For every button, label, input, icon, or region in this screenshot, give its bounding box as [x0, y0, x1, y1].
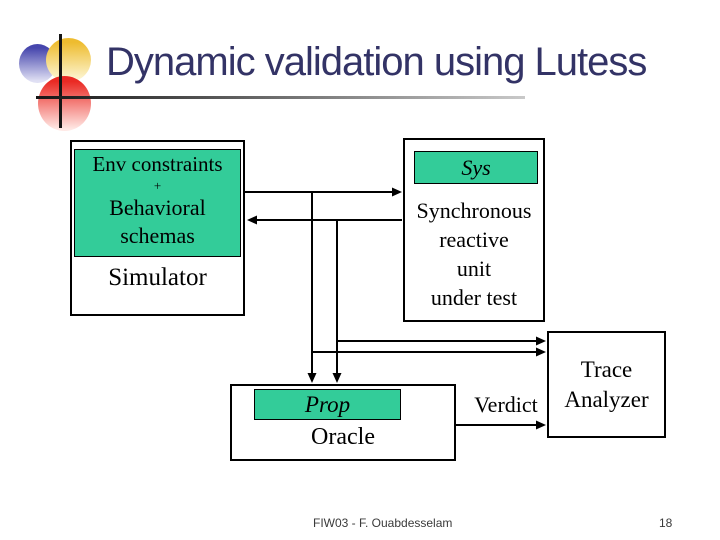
page-number: 18 [659, 516, 673, 530]
trace-analyzer-line: Analyzer [564, 386, 649, 412]
env-constraints-label: Env constraints [92, 152, 223, 176]
sys-description-line: reactive [439, 227, 509, 252]
prop-label: Prop [304, 392, 351, 417]
schemas-label: schemas [120, 223, 195, 248]
arrow-outputs-to-oracle [332, 220, 342, 383]
arrowhead-right-icon [536, 347, 546, 357]
sys-description-line: under test [430, 285, 518, 310]
trace-analyzer-line: Trace [580, 356, 633, 382]
sys-description-line: Synchronous [416, 198, 532, 223]
plus-sign: + [153, 178, 162, 193]
verdict-label: Verdict [474, 392, 538, 417]
trace-analyzer-box: Trace Analyzer [547, 331, 666, 438]
oracle-label: Oracle [311, 424, 375, 450]
arrow-inputs-to-trace-analyzer [312, 347, 546, 357]
simulator-box: Env constraints + Behavioral schemas Sim… [70, 140, 245, 316]
arrowhead-left-icon [247, 215, 257, 225]
sys-label: Sys [461, 155, 491, 180]
decoration-vertical-line [59, 34, 62, 128]
arrowhead-right-icon [536, 420, 546, 430]
env-constraints-box: Env constraints + Behavioral schemas [74, 149, 241, 257]
arrowhead-down-icon [307, 373, 317, 383]
simulator-label: Simulator [108, 264, 207, 291]
oracle-box: Prop Oracle [230, 384, 456, 461]
red-circle-icon [38, 76, 91, 131]
arrow-inputs-to-oracle [307, 192, 317, 383]
sys-header-box: Sys [414, 151, 538, 184]
arrow-outputs-to-trace-analyzer [337, 336, 546, 346]
arrow-simulator-to-sys [245, 187, 402, 197]
slide-title: Dynamic validation using Lutess [106, 40, 647, 84]
behavioral-label: Behavioral [109, 195, 206, 220]
title-underline-rule [36, 96, 525, 99]
arrow-sys-to-simulator [247, 215, 402, 225]
sys-box: Sys Synchronous reactive unit under test [403, 138, 545, 322]
yellow-circle-icon [46, 38, 91, 82]
arrowhead-right-icon [536, 336, 546, 346]
arrowhead-down-icon [332, 373, 342, 383]
arrowhead-right-icon [392, 187, 402, 197]
arrow-verdict-to-trace-analyzer [456, 420, 546, 430]
prop-header-box: Prop [254, 389, 401, 420]
sys-description: Synchronous reactive unit under test [405, 196, 543, 312]
footer-text: FIW03 - F. Ouabdesselam [313, 516, 453, 530]
sys-description-line: unit [456, 256, 492, 281]
